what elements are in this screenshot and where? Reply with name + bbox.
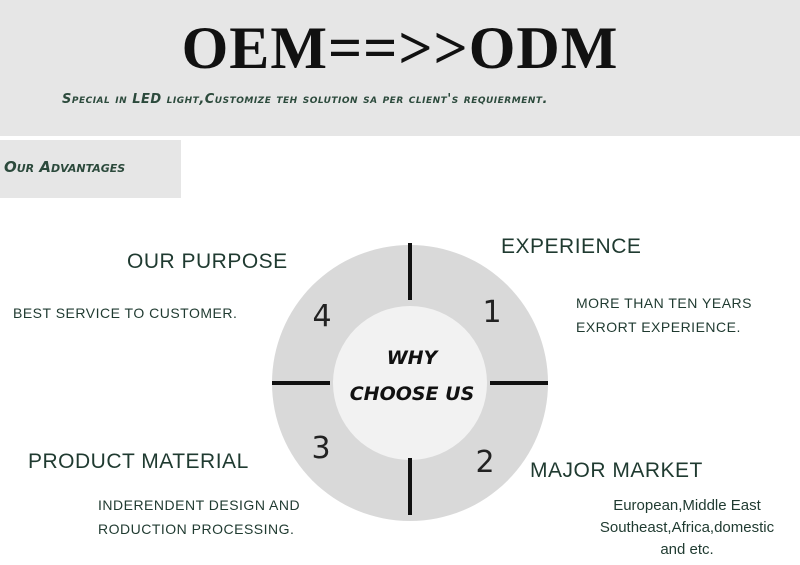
our-purpose-title: OUR PURPOSE [127,250,288,273]
major-market-desc-line: European,Middle East [613,497,761,514]
experience-desc-line: EXRORT EXPERIENCE. [576,319,741,335]
center-line-2: CHOOSE US [350,383,475,405]
product-material-title: PRODUCT MATERIAL [28,450,249,473]
product-material-desc-line: RODUCTION PROCESSING. [98,521,295,537]
major-market-desc-line: and etc. [660,541,714,558]
center-circle [333,306,487,460]
product-material-desc-line: INDERENDENT DESIGN AND [98,497,301,513]
quadrant-number-4: 4 [312,299,331,334]
our-purpose-desc: BEST SERVICE TO CUSTOMER. [13,301,237,325]
quadrant-number-3: 3 [311,431,330,466]
page-title: OEM==>>ODM [181,15,619,81]
header-banner: OEM==>>ODM Special in LED light,Customiz… [0,0,800,136]
section-tab-advantages: Our Advantages [0,140,181,198]
quadrant-number-1: 1 [482,295,501,330]
major-market-title: MAJOR MARKET [530,459,703,482]
product-material-desc: INDERENDENT DESIGN AND RODUCTION PROCESS… [98,493,300,541]
section-tab-label: Our Advantages [4,158,126,176]
our-purpose-desc-line: BEST SERVICE TO CUSTOMER. [13,305,238,321]
page-subtitle: Special in LED light,Customize teh solut… [62,92,548,107]
experience-title: EXPERIENCE [501,235,642,258]
experience-desc: MORE THAN TEN YEARS EXRORT EXPERIENCE. [576,291,752,339]
experience-desc-line: MORE THAN TEN YEARS [576,295,752,311]
quadrant-number-2: 2 [475,445,494,480]
center-line-1: WHY [387,347,440,369]
major-market-desc-line: Southeast,Africa,domestic [599,519,775,536]
major-market-desc: European,Middle East Southeast,Africa,do… [574,495,800,561]
